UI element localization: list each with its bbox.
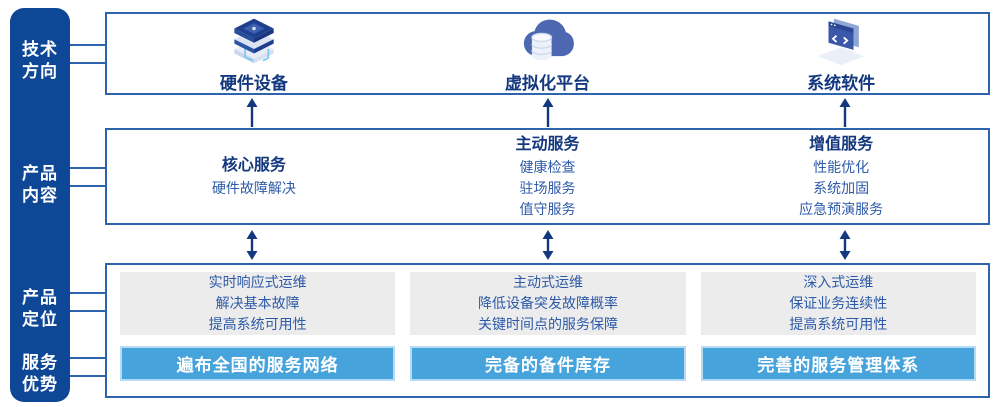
positioning-points-panel: 深入式运维 保证业务连续性 提高系统可用性 xyxy=(700,272,976,336)
positioning-point: 主动式运维 xyxy=(512,274,583,291)
double-arrow-icon xyxy=(246,230,258,260)
positioning-point: 解决基本故障 xyxy=(215,295,300,312)
connector-line xyxy=(70,357,107,359)
connector-line xyxy=(70,292,107,294)
category-sidebar: 技术 方向 产品 内容 产品 定位 服务 优势 xyxy=(10,8,70,402)
sidebar-label-line: 服务 xyxy=(22,353,58,372)
positioning-point: 提高系统可用性 xyxy=(789,316,888,333)
positioning-points-panel: 实时响应式运维 解决基本故障 提高系统可用性 xyxy=(120,272,396,336)
sidebar-label-line: 内容 xyxy=(22,186,58,205)
positioning-points-panel: 主动式运维 降低设备突发故障概率 关键时间点的服务保障 xyxy=(410,272,686,336)
tech-direction-box: 硬件设备 虚拟化平台 xyxy=(105,12,990,95)
up-arrow-icon xyxy=(839,98,851,127)
service-item: 性能优化 xyxy=(813,159,870,175)
service-item: 健康检查 xyxy=(519,159,576,175)
double-arrow-icon xyxy=(839,230,851,260)
sidebar-label-line: 产品 xyxy=(22,164,58,183)
service-column-proactive: 主动服务 健康检查 驻场服务 值守服务 xyxy=(401,130,695,223)
hardware-stack-icon xyxy=(222,16,286,66)
sidebar-label-line: 技术 xyxy=(22,40,58,59)
service-item: 驻场服务 xyxy=(519,180,576,196)
sidebar-label-tech-direction: 技术 方向 xyxy=(10,39,70,83)
service-item: 应急预演服务 xyxy=(799,201,884,217)
positioning-point: 提高系统可用性 xyxy=(208,316,307,333)
sidebar-label-line: 方向 xyxy=(22,62,58,81)
service-column-value-added: 增值服务 性能优化 系统加固 应急预演服务 xyxy=(694,130,988,223)
positioning-point: 实时响应式运维 xyxy=(208,274,307,291)
connector-line xyxy=(70,310,107,312)
positioning-point: 关键时间点的服务保障 xyxy=(477,316,618,333)
service-item: 硬件故障解决 xyxy=(211,180,296,196)
sidebar-label-product-content: 产品 内容 xyxy=(10,163,70,207)
product-content-box: 核心服务 硬件故障解决 主动服务 健康检查 驻场服务 值守服务 增值服务 性能优… xyxy=(105,128,990,225)
positioning-point: 降低设备突发故障概率 xyxy=(477,295,618,312)
tech-label: 虚拟化平台 xyxy=(505,74,590,93)
double-arrow-icon xyxy=(542,230,554,260)
tech-column-system-software: 系统软件 xyxy=(694,14,988,93)
tech-label: 硬件设备 xyxy=(219,74,288,93)
positioning-column-realtime: 实时响应式运维 解决基本故障 提高系统可用性 遍布全国的服务网络 xyxy=(120,272,396,381)
positioning-point: 保证业务连续性 xyxy=(789,295,888,312)
tech-label: 系统软件 xyxy=(807,74,876,93)
positioning-point: 深入式运维 xyxy=(803,274,874,291)
advantage-banner: 完备的备件库存 xyxy=(410,346,686,381)
tech-column-hardware: 硬件设备 xyxy=(107,14,401,93)
connector-line xyxy=(70,185,107,187)
service-item: 系统加固 xyxy=(813,180,870,196)
connector-line xyxy=(70,44,107,46)
service-title: 主动服务 xyxy=(515,136,580,153)
sidebar-label-line: 产品 xyxy=(22,288,58,307)
advantage-banner: 完善的服务管理体系 xyxy=(700,346,976,381)
connector-line xyxy=(70,167,107,169)
code-window-icon xyxy=(809,16,873,66)
service-title: 增值服务 xyxy=(809,136,874,153)
connector-line xyxy=(70,375,107,377)
service-column-core: 核心服务 硬件故障解决 xyxy=(107,130,401,223)
up-arrow-icon xyxy=(246,98,258,127)
service-item: 值守服务 xyxy=(519,201,576,217)
service-title: 核心服务 xyxy=(221,157,286,174)
sidebar-label-line: 定位 xyxy=(22,310,58,329)
sidebar-label-product-positioning: 产品 定位 xyxy=(10,287,70,331)
up-arrow-icon xyxy=(542,98,554,127)
advantage-banner: 遍布全国的服务网络 xyxy=(120,346,396,381)
sidebar-label-service-advantage: 服务 优势 xyxy=(10,352,70,396)
cloud-database-icon xyxy=(516,16,580,66)
connector-line xyxy=(70,62,107,64)
sidebar-label-line: 优势 xyxy=(22,375,58,394)
positioning-column-proactive: 主动式运维 降低设备突发故障概率 关键时间点的服务保障 完备的备件库存 xyxy=(410,272,686,381)
tech-column-virtualization: 虚拟化平台 xyxy=(401,14,695,93)
product-positioning-box: 实时响应式运维 解决基本故障 提高系统可用性 遍布全国的服务网络 主动式运维 降… xyxy=(105,263,990,398)
positioning-column-deep: 深入式运维 保证业务连续性 提高系统可用性 完善的服务管理体系 xyxy=(700,272,976,381)
